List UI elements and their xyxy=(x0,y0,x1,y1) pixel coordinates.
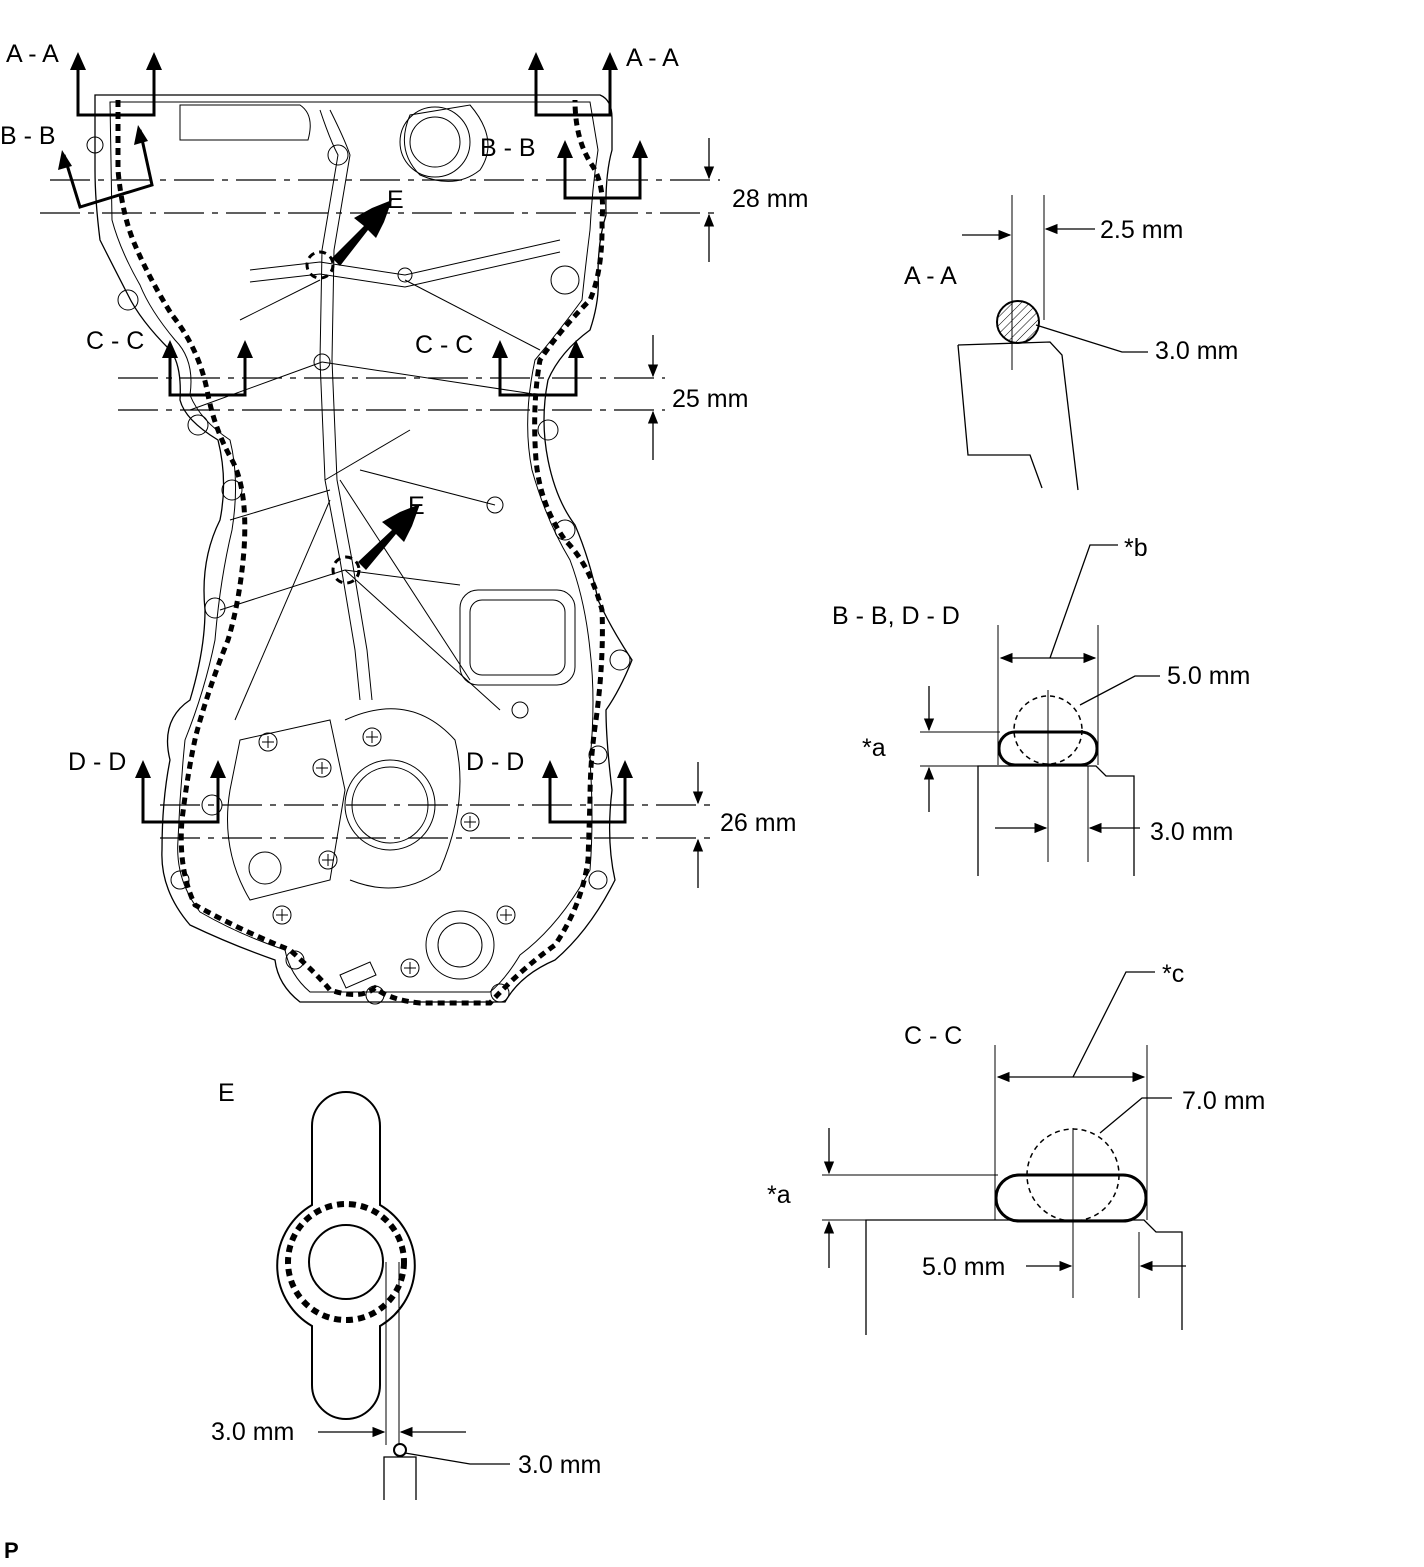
detail-bb-ref-a: *a xyxy=(862,734,886,762)
detail-cc-offset-label: 5.0 mm xyxy=(922,1253,1005,1281)
detail-cc-bead-compressed xyxy=(994,1173,1148,1223)
label-dd-left: D - D xyxy=(68,748,126,776)
dimension-28mm-label: 28 mm xyxy=(732,185,808,213)
section-dd-right xyxy=(542,760,633,824)
detail-e: E 3.0 mm 3.0 mm xyxy=(211,1079,601,1500)
section-bb-left xyxy=(58,125,154,209)
seal-bead-path xyxy=(115,99,605,1006)
dimension-25mm-label: 25 mm xyxy=(672,385,748,413)
label-e-top: E xyxy=(387,186,404,214)
dimension-26mm-label: 26 mm xyxy=(720,809,796,837)
detail-aa-width-label: 2.5 mm xyxy=(1100,216,1183,244)
e-pointer-arrow-mid xyxy=(358,504,420,570)
detail-bb-offset-label: 3.0 mm xyxy=(1150,818,1233,846)
label-aa-right: A - A xyxy=(626,44,679,72)
reference-lines xyxy=(40,179,720,839)
section-aa-right xyxy=(528,52,618,117)
section-cc-left xyxy=(162,340,253,397)
footer-code: P xyxy=(4,1538,19,1562)
detail-bb-bead-label: 5.0 mm xyxy=(1167,662,1250,690)
section-aa-left xyxy=(70,52,162,117)
detail-cc-title: C - C xyxy=(904,1022,962,1050)
detail-cc-ref-c: *c xyxy=(1162,960,1184,988)
detail-aa: A - A 2.5 mm 3.0 mm xyxy=(904,195,1238,491)
label-cc-left: C - C xyxy=(86,327,144,355)
detail-cc-ref-a: *a xyxy=(767,1181,791,1209)
detail-e-bead-ring xyxy=(285,1201,407,1323)
label-e-mid: E xyxy=(408,492,425,520)
detail-e-bead-label: 3.0 mm xyxy=(518,1451,601,1479)
detail-aa-bead-label: 3.0 mm xyxy=(1155,337,1238,365)
timing-cover-outline xyxy=(86,94,633,1005)
section-cc-right xyxy=(492,340,584,397)
detail-bb-ref-b: *b xyxy=(1124,534,1148,562)
detail-cc: C - C *c 7.0 mm *a 5.0 mm xyxy=(767,960,1265,1335)
label-dd-right: D - D xyxy=(466,748,524,776)
label-bb-left: B - B xyxy=(0,122,56,150)
label-cc-right: C - C xyxy=(415,331,473,359)
section-dd-left xyxy=(135,760,226,824)
detail-bb-dd: B - B, D - D *b 5.0 mm *a 3.0 mm xyxy=(832,534,1250,876)
label-aa-left: A - A xyxy=(6,40,59,68)
detail-bb-dd-title: B - B, D - D xyxy=(832,602,960,630)
detail-e-bead xyxy=(393,1443,407,1457)
detail-bb-bead-original xyxy=(1013,695,1083,765)
detail-e-gap-label: 3.0 mm xyxy=(211,1418,294,1446)
label-bb-right: B - B xyxy=(480,134,536,162)
e-pointer-arrow-top xyxy=(332,200,392,266)
detail-cc-bead-label: 7.0 mm xyxy=(1182,1087,1265,1115)
section-bb-right xyxy=(557,140,648,200)
detail-aa-bead xyxy=(996,300,1040,344)
detail-aa-title: A - A xyxy=(904,262,957,290)
detail-e-title: E xyxy=(218,1079,235,1107)
